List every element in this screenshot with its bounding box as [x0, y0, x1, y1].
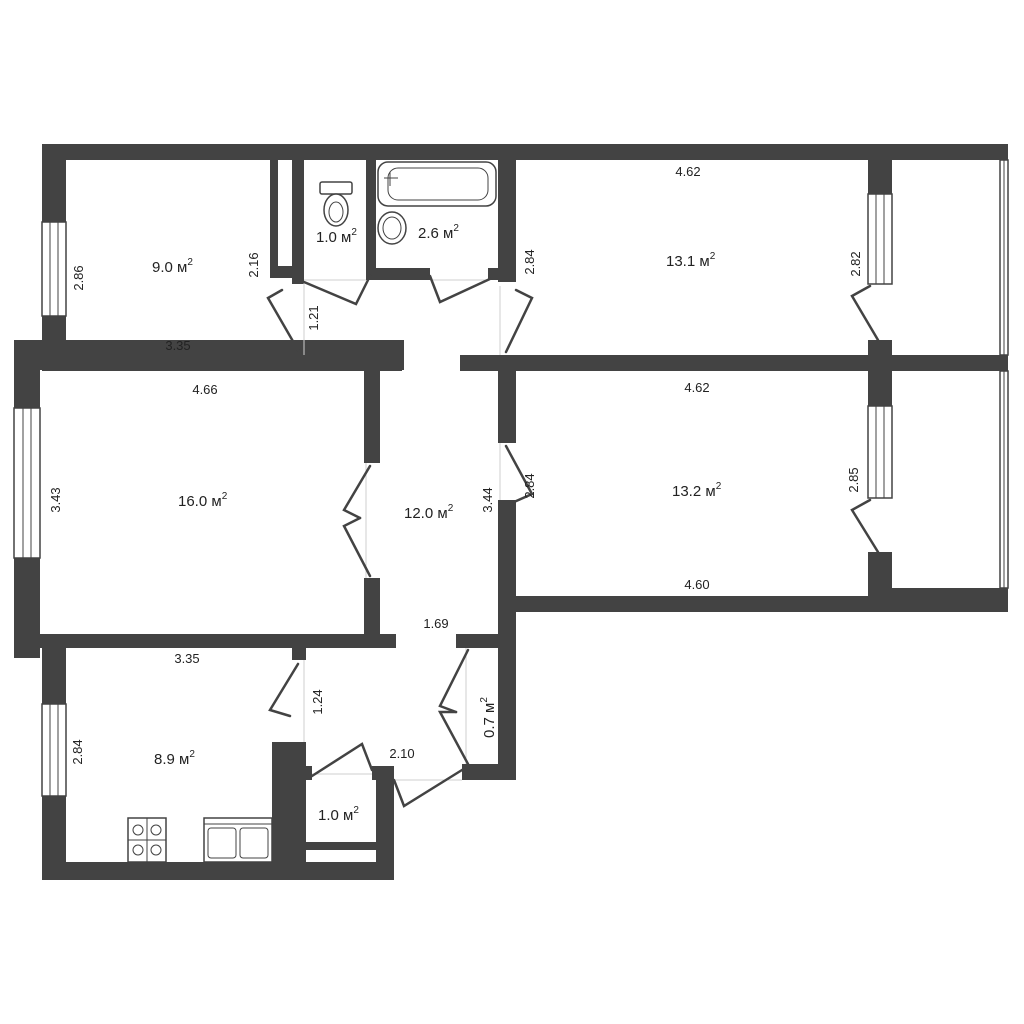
wall-bath-left-inner	[292, 156, 304, 282]
door-room-top-right	[499, 286, 534, 355]
dim-mid-right-bottom: 4.60	[684, 577, 709, 592]
dim-living-width: 4.66	[192, 382, 217, 397]
wall-bath-left-outer	[270, 156, 278, 274]
windows	[13, 159, 1009, 797]
balcony-glazing	[999, 159, 1009, 589]
wall-bath-door-stub-l	[292, 346, 304, 360]
dim-corridor-top: 1.21	[306, 305, 321, 330]
wall-pantry-left	[292, 742, 306, 862]
wall-bottom-kitchen	[42, 862, 394, 880]
wall-pantry-inner-h	[306, 842, 376, 850]
wall-mid-right-bottom	[498, 596, 892, 612]
wall-kitchen-door-stub	[292, 646, 306, 660]
wall-storage-bottom	[462, 764, 516, 780]
door-living-double	[342, 463, 372, 578]
wall-h-mid-right	[512, 355, 1008, 371]
area-living-room: 16.0 м2	[178, 491, 228, 510]
dim-mid-right-height: 2.85	[846, 467, 861, 492]
dim-corridor-bottom-width: 2.10	[389, 746, 414, 761]
dim-living-height: 3.43	[48, 487, 63, 512]
wall-kitchen-inner	[272, 742, 292, 862]
wall-h-living-bottom	[14, 634, 396, 648]
area-toilet: 1.0 м2	[316, 227, 357, 246]
door-balcony-top	[850, 284, 880, 342]
wall-right-col-mid2	[868, 552, 892, 612]
wall-pantry-right	[376, 766, 394, 880]
doors	[266, 274, 880, 808]
door-top-left-room	[266, 282, 305, 355]
door-hall-bottom	[392, 768, 464, 808]
dim-hall-height: 3.44	[480, 487, 495, 512]
dimension-labels: 2.86 2.16 3.35 1.21 2.84 4.62 2.82 4.66 …	[48, 164, 863, 765]
dim-top-right-width: 4.62	[675, 164, 700, 179]
dim-top-left-inner: 2.16	[246, 252, 261, 277]
wall-toilet-bath	[366, 156, 376, 276]
area-room-mid-right: 13.2 м2	[672, 481, 722, 500]
wall-bath-right	[498, 156, 516, 282]
dim-top-right-height: 2.82	[848, 251, 863, 276]
wall-h-mid-left-thin	[42, 355, 402, 371]
area-bedroom-top-left: 9.0 м2	[152, 257, 193, 276]
area-labels: 9.0 м2 1.0 м2 2.6 м2 13.1 м2 16.0 м2 12.…	[152, 223, 722, 824]
bathtub-icon	[377, 161, 497, 207]
dim-hall-bottom-width: 1.69	[423, 616, 448, 631]
window-kitchen	[41, 703, 67, 797]
door-bathroom	[428, 274, 494, 304]
area-kitchen: 8.9 м2	[154, 749, 195, 768]
dim-mid-right-width: 4.62	[684, 380, 709, 395]
walls	[14, 144, 1008, 880]
wall-hall-left-bottom	[364, 578, 380, 648]
area-room-top-right: 13.1 м2	[666, 251, 716, 270]
dim-mid-right-inner: 2.84	[522, 473, 537, 498]
wall-hall-left-top	[364, 355, 380, 463]
wall-pantry-top-r	[372, 766, 394, 780]
wall-right-col-top	[868, 144, 892, 194]
dim-kitchen-height: 2.84	[70, 739, 85, 764]
window-living-room	[13, 407, 41, 559]
door-kitchen	[268, 660, 305, 742]
window-top-left-room	[41, 221, 67, 317]
area-hallway: 12.0 м2	[404, 503, 454, 522]
fixtures	[127, 161, 497, 863]
door-pantry	[310, 742, 374, 778]
wall-hall-right-top	[498, 355, 516, 443]
wall-toilet-bottom-stub	[292, 270, 304, 284]
kitchen-sink-icon	[203, 817, 273, 863]
door-toilet	[302, 274, 372, 306]
toilet-icon	[319, 181, 353, 227]
sink-icon	[377, 211, 407, 245]
dim-corridor-bottom: 1.24	[310, 689, 325, 714]
wall-top	[42, 144, 1008, 160]
area-bathroom: 2.6 м2	[418, 223, 459, 242]
area-storage-small: 0.7 м2	[479, 697, 498, 738]
dim-top-left-height: 2.86	[71, 265, 86, 290]
dim-kitchen-width: 3.35	[174, 651, 199, 666]
dim-bath-right: 2.84	[522, 249, 537, 274]
wall-hall-right-bottom	[498, 500, 516, 648]
window-right-top	[867, 193, 893, 285]
area-pantry: 1.0 м2	[318, 805, 359, 824]
wall-bath-bottom	[366, 268, 430, 280]
dim-top-left-width: 3.35	[165, 338, 190, 353]
stove-icon	[127, 817, 167, 863]
door-storage	[437, 648, 470, 766]
wall-right-col-mid1	[868, 340, 892, 406]
door-room-mid-right	[499, 443, 534, 504]
door-balcony-mid	[850, 498, 880, 554]
window-right-mid	[867, 405, 893, 499]
